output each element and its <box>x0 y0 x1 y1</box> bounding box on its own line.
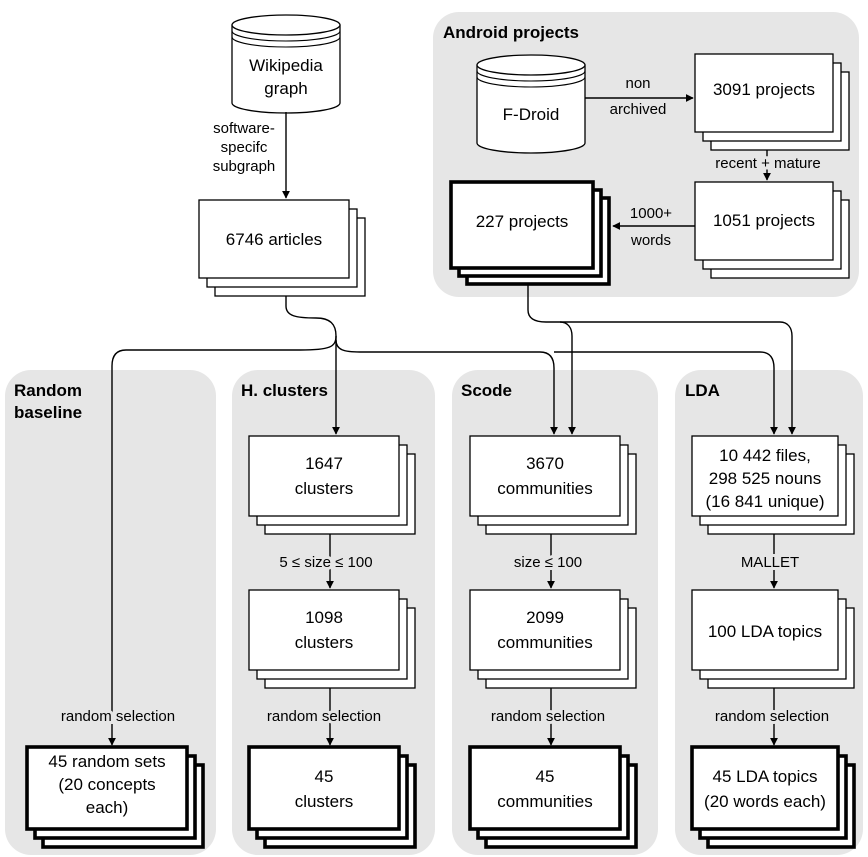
random-panel-title-line1: Random <box>14 381 82 400</box>
arrow-projects-to-scode <box>527 284 576 435</box>
scode-2099-line2: communities <box>497 633 592 652</box>
arrow-articles-to-lda <box>554 351 778 435</box>
android-panel-title: Android projects <box>443 23 579 42</box>
articles-box: 6746 articles <box>198 199 366 297</box>
arrow-projects-to-lda <box>560 321 796 435</box>
random-45-line1: 45 random sets <box>48 752 165 771</box>
edge-lda-random-selection: random selection <box>715 708 829 725</box>
wikipedia-label-line1: Wikipedia <box>249 56 323 75</box>
edge-mallet: MALLET <box>741 554 799 571</box>
scode-45-line1: 45 <box>536 767 555 786</box>
edge-nonarchived-line2: archived <box>610 101 667 118</box>
edge-subgraph-line1: software- <box>213 120 275 137</box>
lda-files-box: 10 442 files, 298 525 nouns (16 841 uniq… <box>691 435 855 535</box>
edge-recent-mature: recent + mature <box>715 155 820 172</box>
hclusters-1647-box: 1647 clusters <box>248 435 416 535</box>
lda-45-line2: (20 words each) <box>704 792 826 811</box>
random-45-box: 45 random sets (20 concepts each) <box>25 745 205 849</box>
edge-words-line2: words <box>630 232 671 249</box>
hclusters-panel-title: H. clusters <box>241 381 328 400</box>
fdroid-label: F-Droid <box>503 105 560 124</box>
edge-subgraph-line3: subgraph <box>213 158 276 175</box>
scode-2099-line1: 2099 <box>526 608 564 627</box>
random-45-line3: each) <box>86 798 129 817</box>
projects-1051-box: 1051 projects <box>694 181 850 279</box>
lda-45-line1: 45 LDA topics <box>713 767 818 786</box>
hclusters-1647-line1: 1647 <box>305 454 343 473</box>
projects-1051-label: 1051 projects <box>713 211 815 230</box>
hclusters-45-line2: clusters <box>295 792 354 811</box>
lda-files-line2: 298 525 nouns <box>709 469 822 488</box>
lda-panel-title: LDA <box>685 381 720 400</box>
edge-nonarchived-line1: non <box>625 75 650 92</box>
scode-45-box: 45 communities <box>468 745 638 849</box>
hclusters-1098-line1: 1098 <box>305 608 343 627</box>
lda-45-box: 45 LDA topics (20 words each) <box>690 745 856 849</box>
edge-hc-size: 5 ≤ size ≤ 100 <box>279 554 372 571</box>
edge-hc-random-selection: random selection <box>267 708 381 725</box>
random-panel-title-line2: baseline <box>14 403 82 422</box>
hclusters-1647-line2: clusters <box>295 479 354 498</box>
scode-45-line2: communities <box>497 792 592 811</box>
edge-sc-size: size ≤ 100 <box>514 554 582 571</box>
scode-3670-box: 3670 communities <box>469 435 637 535</box>
edge-words-line1: 1000+ <box>630 205 672 222</box>
lda-100-label: 100 LDA topics <box>708 622 822 641</box>
projects-227-box: 227 projects <box>449 180 611 286</box>
edge-random-selection: random selection <box>61 708 175 725</box>
hclusters-1098-box: 1098 clusters <box>248 589 416 689</box>
random-45-line2: (20 concepts <box>58 775 155 794</box>
arrow-articles-to-scode <box>335 339 558 435</box>
fdroid-database-icon: F-Droid <box>476 54 586 154</box>
random-panel <box>5 370 216 855</box>
edge-sc-random-selection: random selection <box>491 708 605 725</box>
scode-3670-line1: 3670 <box>526 454 564 473</box>
edge-subgraph-line2: specifc <box>221 139 268 156</box>
lda-files-line3: (16 841 unique) <box>705 492 824 511</box>
projects-3091-box: 3091 projects <box>694 53 850 151</box>
wikipedia-label-line2: graph <box>264 79 307 98</box>
lda-files-line1: 10 442 files, <box>719 446 811 465</box>
scode-2099-box: 2099 communities <box>469 589 637 689</box>
hclusters-1098-line2: clusters <box>295 633 354 652</box>
lda-100-box: 100 LDA topics <box>691 589 855 689</box>
articles-label: 6746 articles <box>226 230 322 249</box>
wikipedia-database-icon: Wikipedia graph <box>231 14 341 114</box>
projects-3091-label: 3091 projects <box>713 80 815 99</box>
scode-panel-title: Scode <box>461 381 512 400</box>
scode-3670-line2: communities <box>497 479 592 498</box>
projects-227-label: 227 projects <box>476 212 569 231</box>
hclusters-45-box: 45 clusters <box>247 745 417 849</box>
hclusters-45-line1: 45 <box>315 767 334 786</box>
